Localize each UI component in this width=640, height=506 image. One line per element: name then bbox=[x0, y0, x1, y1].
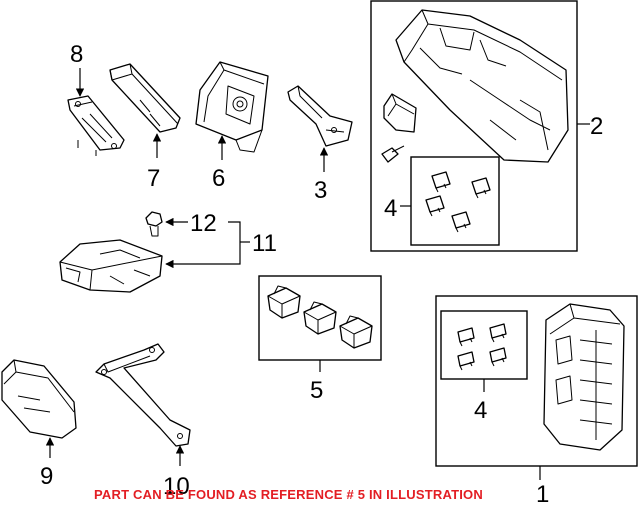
part-2-screw bbox=[381, 145, 405, 163]
callout-6: 6 bbox=[212, 165, 225, 192]
callout-3: 3 bbox=[314, 177, 327, 204]
callout-10: 10 bbox=[163, 473, 190, 500]
callout-11: 11 bbox=[252, 230, 277, 257]
callout-1: 1 bbox=[536, 481, 549, 506]
part-4-relays-lower bbox=[457, 323, 507, 371]
part-3-bracket bbox=[287, 85, 353, 147]
callout-7: 7 bbox=[147, 165, 160, 192]
part-4-group-box-upper bbox=[410, 156, 500, 246]
part-10-bracket bbox=[95, 343, 191, 447]
callout-5: 5 bbox=[310, 377, 323, 404]
callout-4-lower: 4 bbox=[474, 397, 487, 424]
callout-4-upper: 4 bbox=[384, 195, 397, 222]
part-1-fuse-box bbox=[543, 303, 625, 451]
part-8-bracket bbox=[67, 95, 125, 156]
callout-12: 12 bbox=[190, 210, 217, 237]
part-4-group-box-lower bbox=[440, 310, 528, 380]
leader-11 bbox=[165, 221, 241, 269]
part-12-bolt bbox=[145, 211, 163, 237]
part-7-relay bbox=[109, 63, 181, 133]
part-2-fuse-box bbox=[395, 9, 569, 163]
part-4-relays-upper bbox=[425, 171, 491, 233]
part-1-group-box bbox=[435, 295, 638, 467]
part-2-group-box bbox=[370, 0, 578, 252]
part-11-module bbox=[59, 239, 163, 293]
callout-2: 2 bbox=[590, 113, 603, 140]
part-6-module bbox=[195, 61, 269, 153]
reference-note: PART CAN BE FOUND AS REFERENCE # 5 IN IL… bbox=[94, 487, 483, 502]
callout-9: 9 bbox=[40, 463, 53, 490]
part-2-bracket bbox=[383, 93, 417, 133]
callout-8: 8 bbox=[70, 41, 83, 68]
part-5-relays bbox=[267, 285, 373, 349]
part-9-module bbox=[1, 359, 77, 439]
